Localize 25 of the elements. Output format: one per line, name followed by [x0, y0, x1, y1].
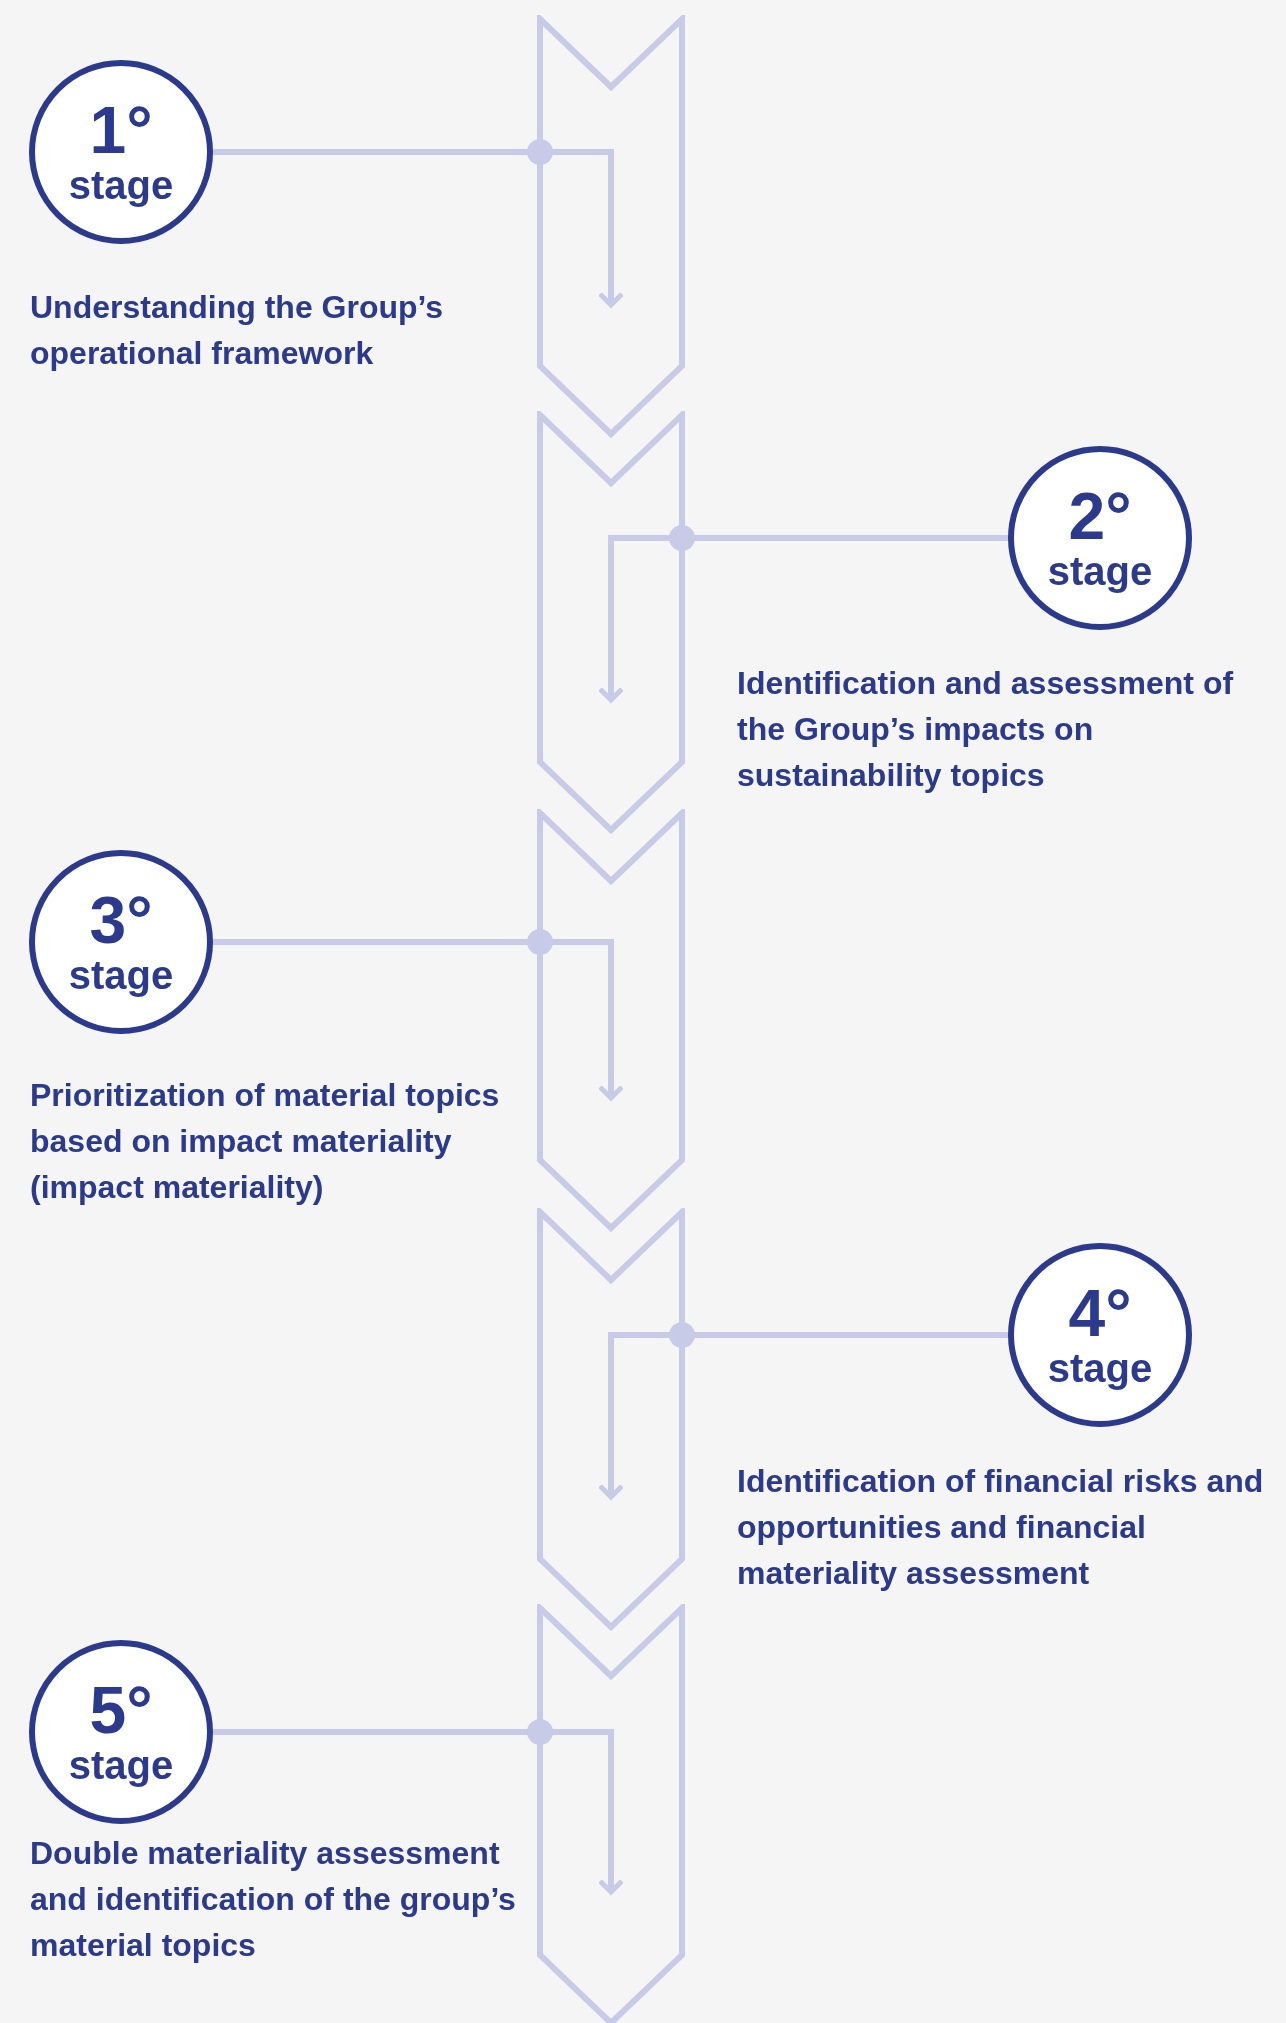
arrow — [597, 1332, 1008, 1500]
stage-number: 5° — [89, 1677, 153, 1743]
stage-label: stage — [1047, 1346, 1153, 1390]
stage-label: stage — [1047, 549, 1153, 593]
stage-number: 2° — [1068, 483, 1132, 549]
stage-description: Understanding the Group’s operational framework — [30, 288, 445, 373]
stage-description: Identification and assessment of the Group’s impacts on sustainability topics — [737, 664, 1235, 795]
arrow — [213, 1729, 625, 1895]
chevron-shape — [536, 1604, 686, 2023]
stage-number: 3° — [89, 887, 153, 953]
arrow — [213, 939, 625, 1101]
arrow — [213, 149, 625, 308]
stage-description: Prioritization of material topics based on impact materiality (impact materiality) — [30, 1076, 501, 1207]
stage-description: Identification of financial risks and opportunities and financial materiality assessment — [737, 1462, 1265, 1593]
stage-label: stage — [68, 163, 174, 207]
chevron-shape — [536, 809, 686, 1232]
chevron-shape — [536, 411, 686, 834]
chevron-shape — [536, 15, 686, 438]
stage-description: Double materiality assessment and identification of the group’s material topics — [30, 1834, 517, 1965]
stage-label: stage — [68, 953, 174, 997]
arrow — [597, 535, 1008, 703]
stage-number: 4° — [1068, 1280, 1132, 1346]
chevron-shape — [536, 1208, 686, 1631]
stage-number: 1° — [89, 97, 153, 163]
stage-label: stage — [68, 1743, 174, 1787]
